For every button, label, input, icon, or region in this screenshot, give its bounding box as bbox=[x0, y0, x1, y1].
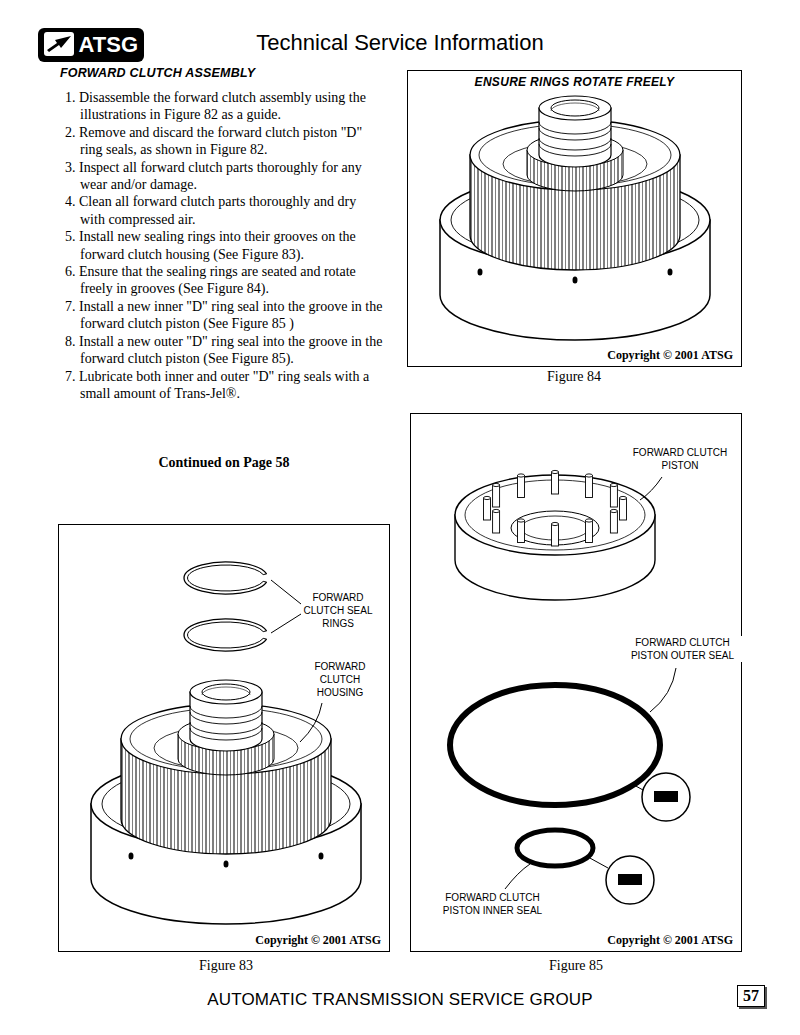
step-text: 6. Ensure that the sealing rings are sea… bbox=[65, 263, 383, 298]
figure-frame: Copyright © 2001 ATSG bbox=[410, 413, 742, 952]
figure-heading: ENSURE RINGS ROTATE FREELY bbox=[408, 75, 741, 89]
section-heading: FORWARD CLUTCH ASSEMBLY bbox=[60, 66, 380, 80]
step-text: 1. Disassemble the forward clutch assemb… bbox=[65, 89, 383, 124]
step-text: 3. Inspect all forward clutch parts thor… bbox=[65, 159, 383, 194]
part-label: FORWARD CLUTCH PISTON OUTER SEAL bbox=[620, 636, 745, 662]
logo-emblem bbox=[43, 31, 75, 57]
copyright-note: Copyright © 2001 ATSG bbox=[607, 348, 733, 363]
part-label: FORWARD CLUTCH HOUSING bbox=[305, 660, 375, 699]
step-text: 2. Remove and discard the forward clutch… bbox=[65, 124, 383, 159]
figure-caption: Figure 84 bbox=[474, 369, 674, 385]
step-text: 4. Clean all forward clutch parts thorou… bbox=[65, 193, 383, 228]
figure-frame: ENSURE RINGS ROTATE FREELY Copyright © 20… bbox=[407, 70, 742, 367]
step-text: 7. Install a new inner "D" ring seal int… bbox=[65, 298, 383, 333]
copyright-note: Copyright © 2001 ATSG bbox=[255, 933, 381, 948]
part-label: FORWARD CLUTCH SEAL RINGS bbox=[303, 591, 373, 630]
copyright-note: Copyright © 2001 ATSG bbox=[607, 933, 733, 948]
logo-text: ATSG bbox=[79, 33, 138, 57]
footer-text: AUTOMATIC TRANSMISSION SERVICE GROUP bbox=[0, 990, 800, 1010]
step-list: 1. Disassemble the forward clutch assemb… bbox=[65, 89, 383, 402]
page-number: 57 bbox=[743, 987, 759, 1005]
step-text: 5. Install new sealing rings into their … bbox=[65, 228, 383, 263]
step-text: 8. Install a new outer "D" ring seal int… bbox=[65, 333, 383, 368]
part-label: FORWARD CLUTCH PISTON INNER SEAL bbox=[430, 891, 555, 917]
figure-frame: Copyright © 2001 ATSG bbox=[58, 524, 390, 952]
page-number-box: 57 bbox=[737, 985, 765, 1007]
figure-caption: Figure 83 bbox=[126, 958, 326, 974]
continuation-note: Continued on Page 58 bbox=[124, 455, 324, 471]
part-label: FORWARD CLUTCH PISTON bbox=[630, 446, 730, 472]
step-text: 7. Lubricate both inner and outer "D" ri… bbox=[65, 368, 383, 403]
figure-caption: Figure 85 bbox=[476, 958, 676, 974]
